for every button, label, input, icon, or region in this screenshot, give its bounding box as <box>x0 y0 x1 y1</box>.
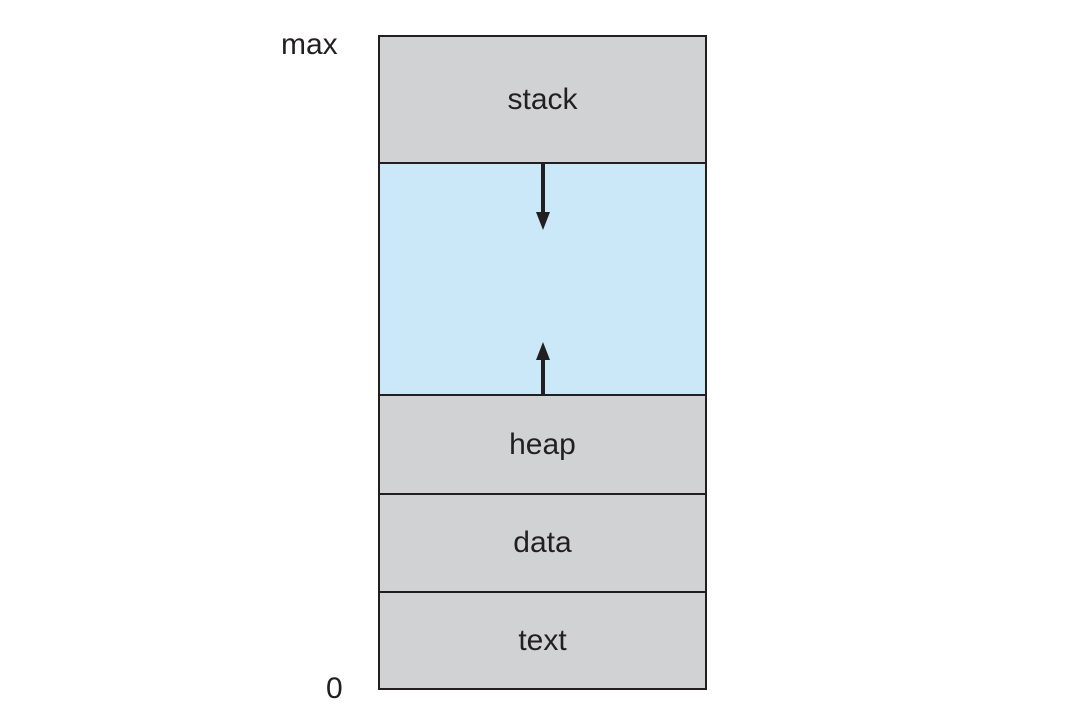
address-max-label: max <box>281 28 338 61</box>
text-label: text <box>518 623 567 657</box>
heap-segment: heap <box>380 394 705 493</box>
heap-label: heap <box>509 427 576 461</box>
free-space-region <box>380 162 705 394</box>
stack-label: stack <box>507 82 578 116</box>
data-label: data <box>513 526 572 559</box>
address-zero-label: 0 <box>326 672 343 705</box>
text-segment: text <box>380 591 705 688</box>
stack-segment: stack <box>380 37 705 162</box>
data-segment: data <box>380 493 705 591</box>
process-memory-layout: stack heap data text <box>378 35 707 690</box>
